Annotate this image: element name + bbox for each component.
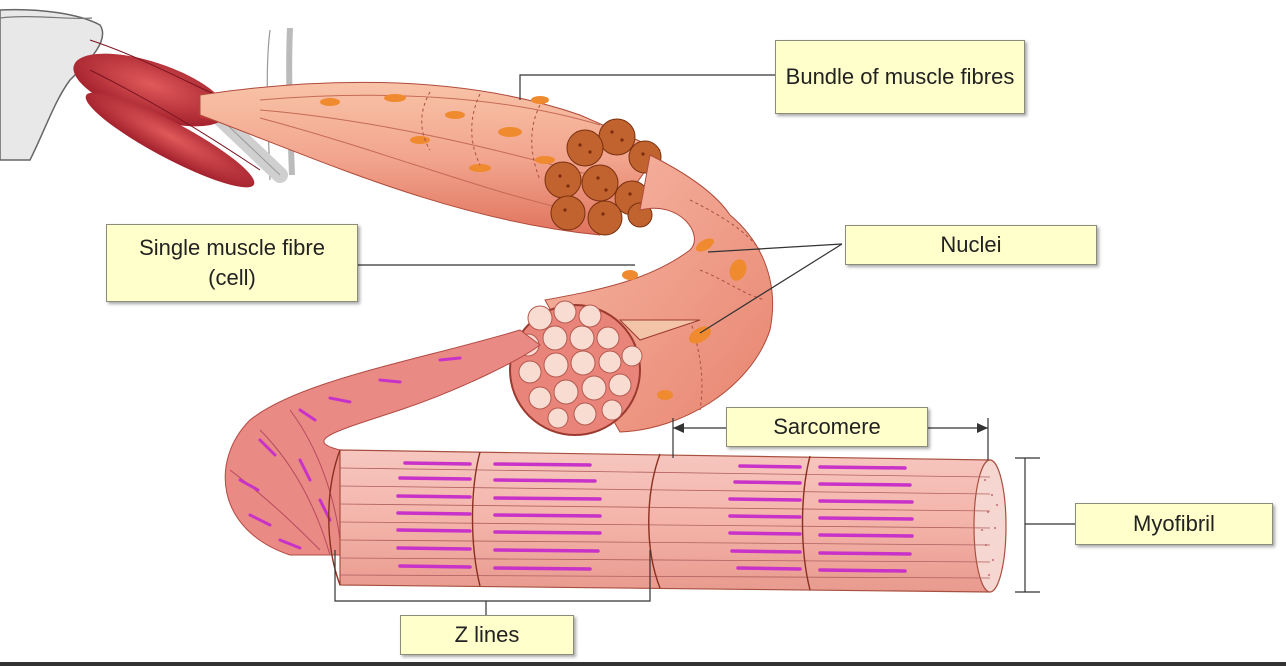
bottom-border [0,662,1286,666]
fibre-bundle [199,81,662,236]
label-single-muscle-fibre: Single muscle fibre (cell) [106,224,358,302]
label-myofibril: Myofibril [1075,503,1273,545]
myofibril-cylinder [328,449,1007,593]
arm-illustration [0,8,295,188]
myofibril-strand [224,329,541,556]
label-sarcomere: Sarcomere [726,407,928,447]
sarcomere-arrowheads [673,423,988,433]
single-fibre [509,154,774,436]
leader-lines [334,74,1075,615]
label-z-lines: Z lines [400,615,574,655]
label-bundle-of-muscle-fibres: Bundle of muscle fibres [775,40,1025,114]
label-nuclei: Nuclei [845,225,1097,265]
